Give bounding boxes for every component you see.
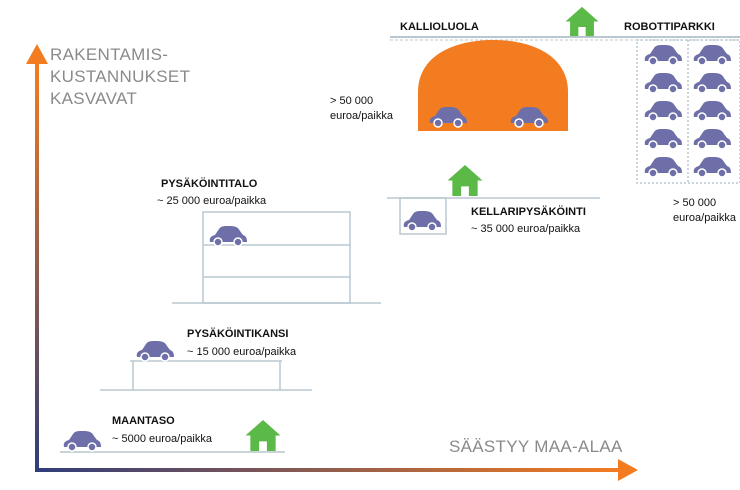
y-axis-label-line: KUSTANNUKSET xyxy=(50,67,191,86)
car-icon xyxy=(62,430,102,452)
kellari-title: KELLARIPYSÄKÖINTI xyxy=(471,206,586,218)
talo-title: PYSÄKÖINTITALO xyxy=(161,178,258,190)
car-icon xyxy=(643,100,683,122)
car-icon xyxy=(692,156,732,178)
car-icon xyxy=(643,128,683,150)
car-icon xyxy=(692,100,732,122)
car-icon xyxy=(692,128,732,150)
house-icon xyxy=(245,419,281,452)
robotti-title: ROBOTTIPARKKI xyxy=(624,21,715,33)
x-axis-label: SÄÄSTYY MAA-ALAA xyxy=(449,437,623,456)
car-icon xyxy=(643,156,683,178)
car-icon xyxy=(135,340,175,362)
kallio-cost-line: euroa/paikka xyxy=(330,110,393,122)
kallio-cost-line: > 50 000 xyxy=(330,95,374,107)
robotti-cost: > 50 000 euroa/paikka xyxy=(673,196,736,226)
kansi-cost: ~ 15 000 euroa/paikka xyxy=(187,346,297,358)
y-axis xyxy=(26,44,48,472)
y-axis-label-line: KASVAVAT xyxy=(50,89,138,108)
talo-cost: ~ 25 000 euroa/paikka xyxy=(157,195,267,207)
kansi-title: PYSÄKÖINTIKANSI xyxy=(187,328,289,340)
y-axis-label: RAKENTAMIS- KUSTANNUKSET KASVAVAT xyxy=(50,44,190,110)
kellari-cost: ~ 35 000 euroa/paikka xyxy=(471,223,581,235)
maantaso-cost: ~ 5000 euroa/paikka xyxy=(112,433,212,445)
kallio-cost: > 50 000 euroa/paikka xyxy=(330,94,393,124)
kansi-structure xyxy=(100,360,312,391)
y-axis-label-line: RAKENTAMIS- xyxy=(50,45,169,64)
house-icon xyxy=(565,6,599,37)
kallio-ground xyxy=(390,36,740,41)
house-icon xyxy=(447,164,483,197)
car-icon xyxy=(402,210,442,232)
kellari-structure xyxy=(387,197,600,235)
talo-structure xyxy=(172,211,381,304)
car-icon xyxy=(692,72,732,94)
robotti-cost-line: > 50 000 xyxy=(673,197,717,209)
robotti-structure xyxy=(636,39,740,184)
maantaso-title: MAANTASO xyxy=(112,415,175,427)
car-icon xyxy=(208,225,248,247)
robotti-cost-line: euroa/paikka xyxy=(673,212,736,224)
kallio-title: KALLIOLUOLA xyxy=(400,21,479,33)
car-icon xyxy=(643,72,683,94)
car-icon xyxy=(692,44,732,66)
car-icon xyxy=(643,44,683,66)
x-axis xyxy=(35,459,638,481)
